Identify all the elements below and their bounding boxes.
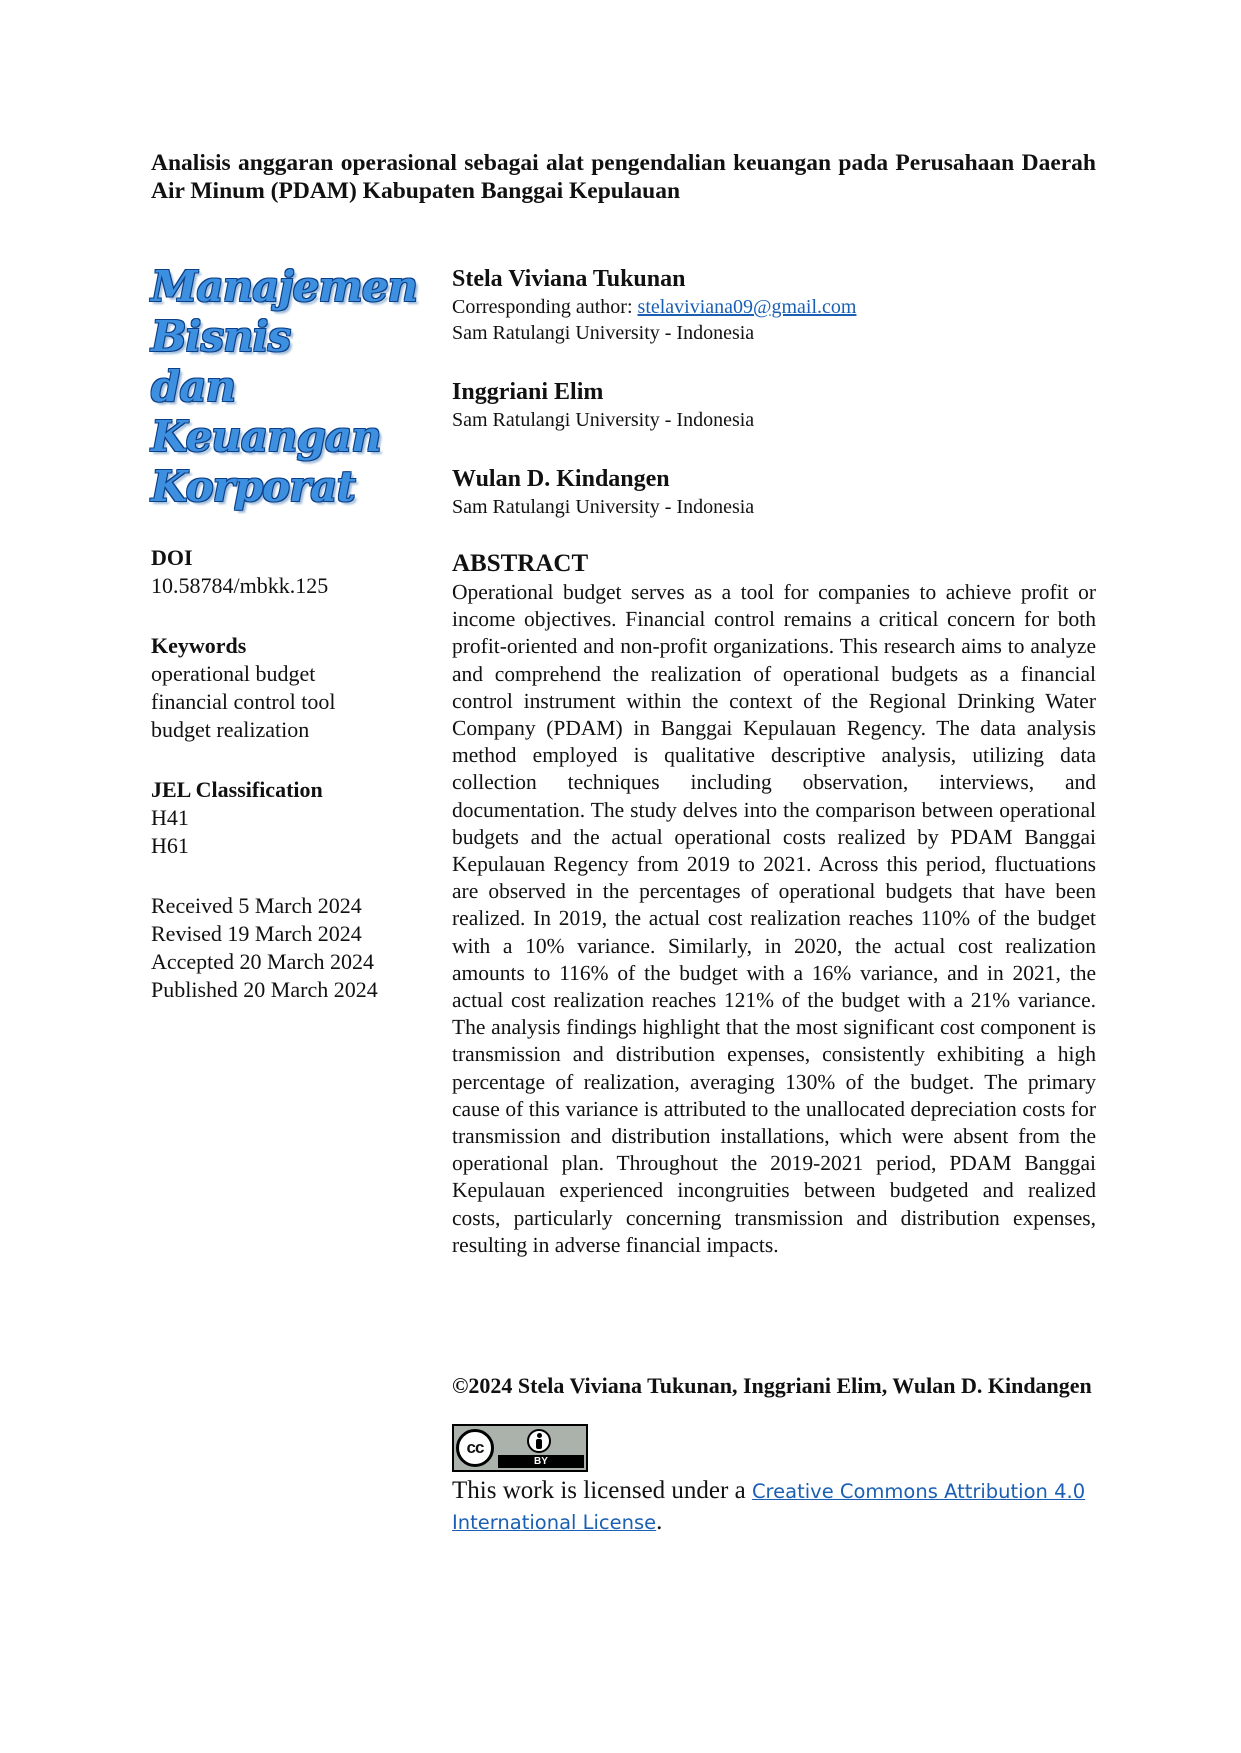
author-3: Wulan D. Kindangen Sam Ratulangi Univers… [452,464,1096,520]
attribution-icon [527,1429,551,1453]
author-name: Stela Viviana Tukunan [452,266,686,292]
logo-line-4: Keuangan [151,412,382,461]
author-affiliation: Sam Ratulangi University - Indonesia [452,496,755,518]
logo-line-5: Korporat [151,462,356,511]
accepted-date: Accepted 20 March 2024 [151,949,374,974]
cc-icon: cc [456,1429,494,1467]
logo-line-1: Manajemen [151,262,418,311]
logo-line-3: dan [151,362,236,411]
logo-line-2: Bisnis [151,312,291,361]
corresponding-author: Corresponding author: stelaviviana09@gma… [452,294,1096,320]
author-affiliation: Sam Ratulangi University - Indonesia [452,409,755,431]
jel-code: H61 [151,833,189,858]
keyword-item: budget realization [151,717,310,742]
doi-block: DOI 10.58784/mbkk.125 [151,544,328,600]
copyright-notice: ©2024 Stela Viviana Tukunan, Inggriani E… [452,1372,1096,1399]
license-statement: This work is licensed under a Creative C… [452,1476,1096,1538]
revised-date: Revised 19 March 2024 [151,921,362,946]
doi-heading: DOI [151,545,193,570]
keywords-block: Keywords operational budget financial co… [151,632,336,744]
author-name: Wulan D. Kindangen [452,466,670,492]
journal-logo: Manajemen Bisnis dan Keuangan Korporat [151,262,421,512]
author-2: Inggriani Elim Sam Ratulangi University … [452,377,1096,433]
jel-block: JEL Classification H41 H61 [151,776,323,860]
jel-code: H41 [151,805,189,830]
author-affiliation: Sam Ratulangi University - Indonesia [452,322,755,344]
copyright-text: ©2024 Stela Viviana Tukunan, Inggriani E… [452,1373,1092,1398]
author-name: Inggriani Elim [452,379,604,405]
cc-by-badge[interactable]: cc BY [452,1424,588,1472]
abstract-section: ABSTRACT Operational budget serves as a … [452,549,1096,1259]
keyword-item: operational budget [151,661,316,686]
jel-heading: JEL Classification [151,777,323,802]
license-lead: This work is licensed under a [452,1477,752,1504]
received-date: Received 5 March 2024 [151,893,362,918]
doi-value[interactable]: 10.58784/mbkk.125 [151,573,329,598]
by-label: BY [498,1455,584,1468]
paper-title: Analisis anggaran operasional sebagai al… [151,150,1096,204]
published-date: Published 20 March 2024 [151,977,378,1002]
keywords-heading: Keywords [151,633,247,658]
abstract-text: Operational budget serves as a tool for … [452,580,1096,1257]
author-email-link[interactable]: stelaviviana09@gmail.com [637,296,857,318]
license-trail: . [656,1508,663,1535]
license-link[interactable]: Creative Commons Attribution 4.0 Interna… [452,1480,1086,1534]
author-1: Stela Viviana Tukunan Corresponding auth… [452,264,1096,346]
abstract-heading: ABSTRACT [452,550,589,577]
dates-block: Received 5 March 2024 Revised 19 March 2… [151,892,378,1004]
keyword-item: financial control tool [151,689,336,714]
corresponding-label: Corresponding author: [452,296,638,318]
